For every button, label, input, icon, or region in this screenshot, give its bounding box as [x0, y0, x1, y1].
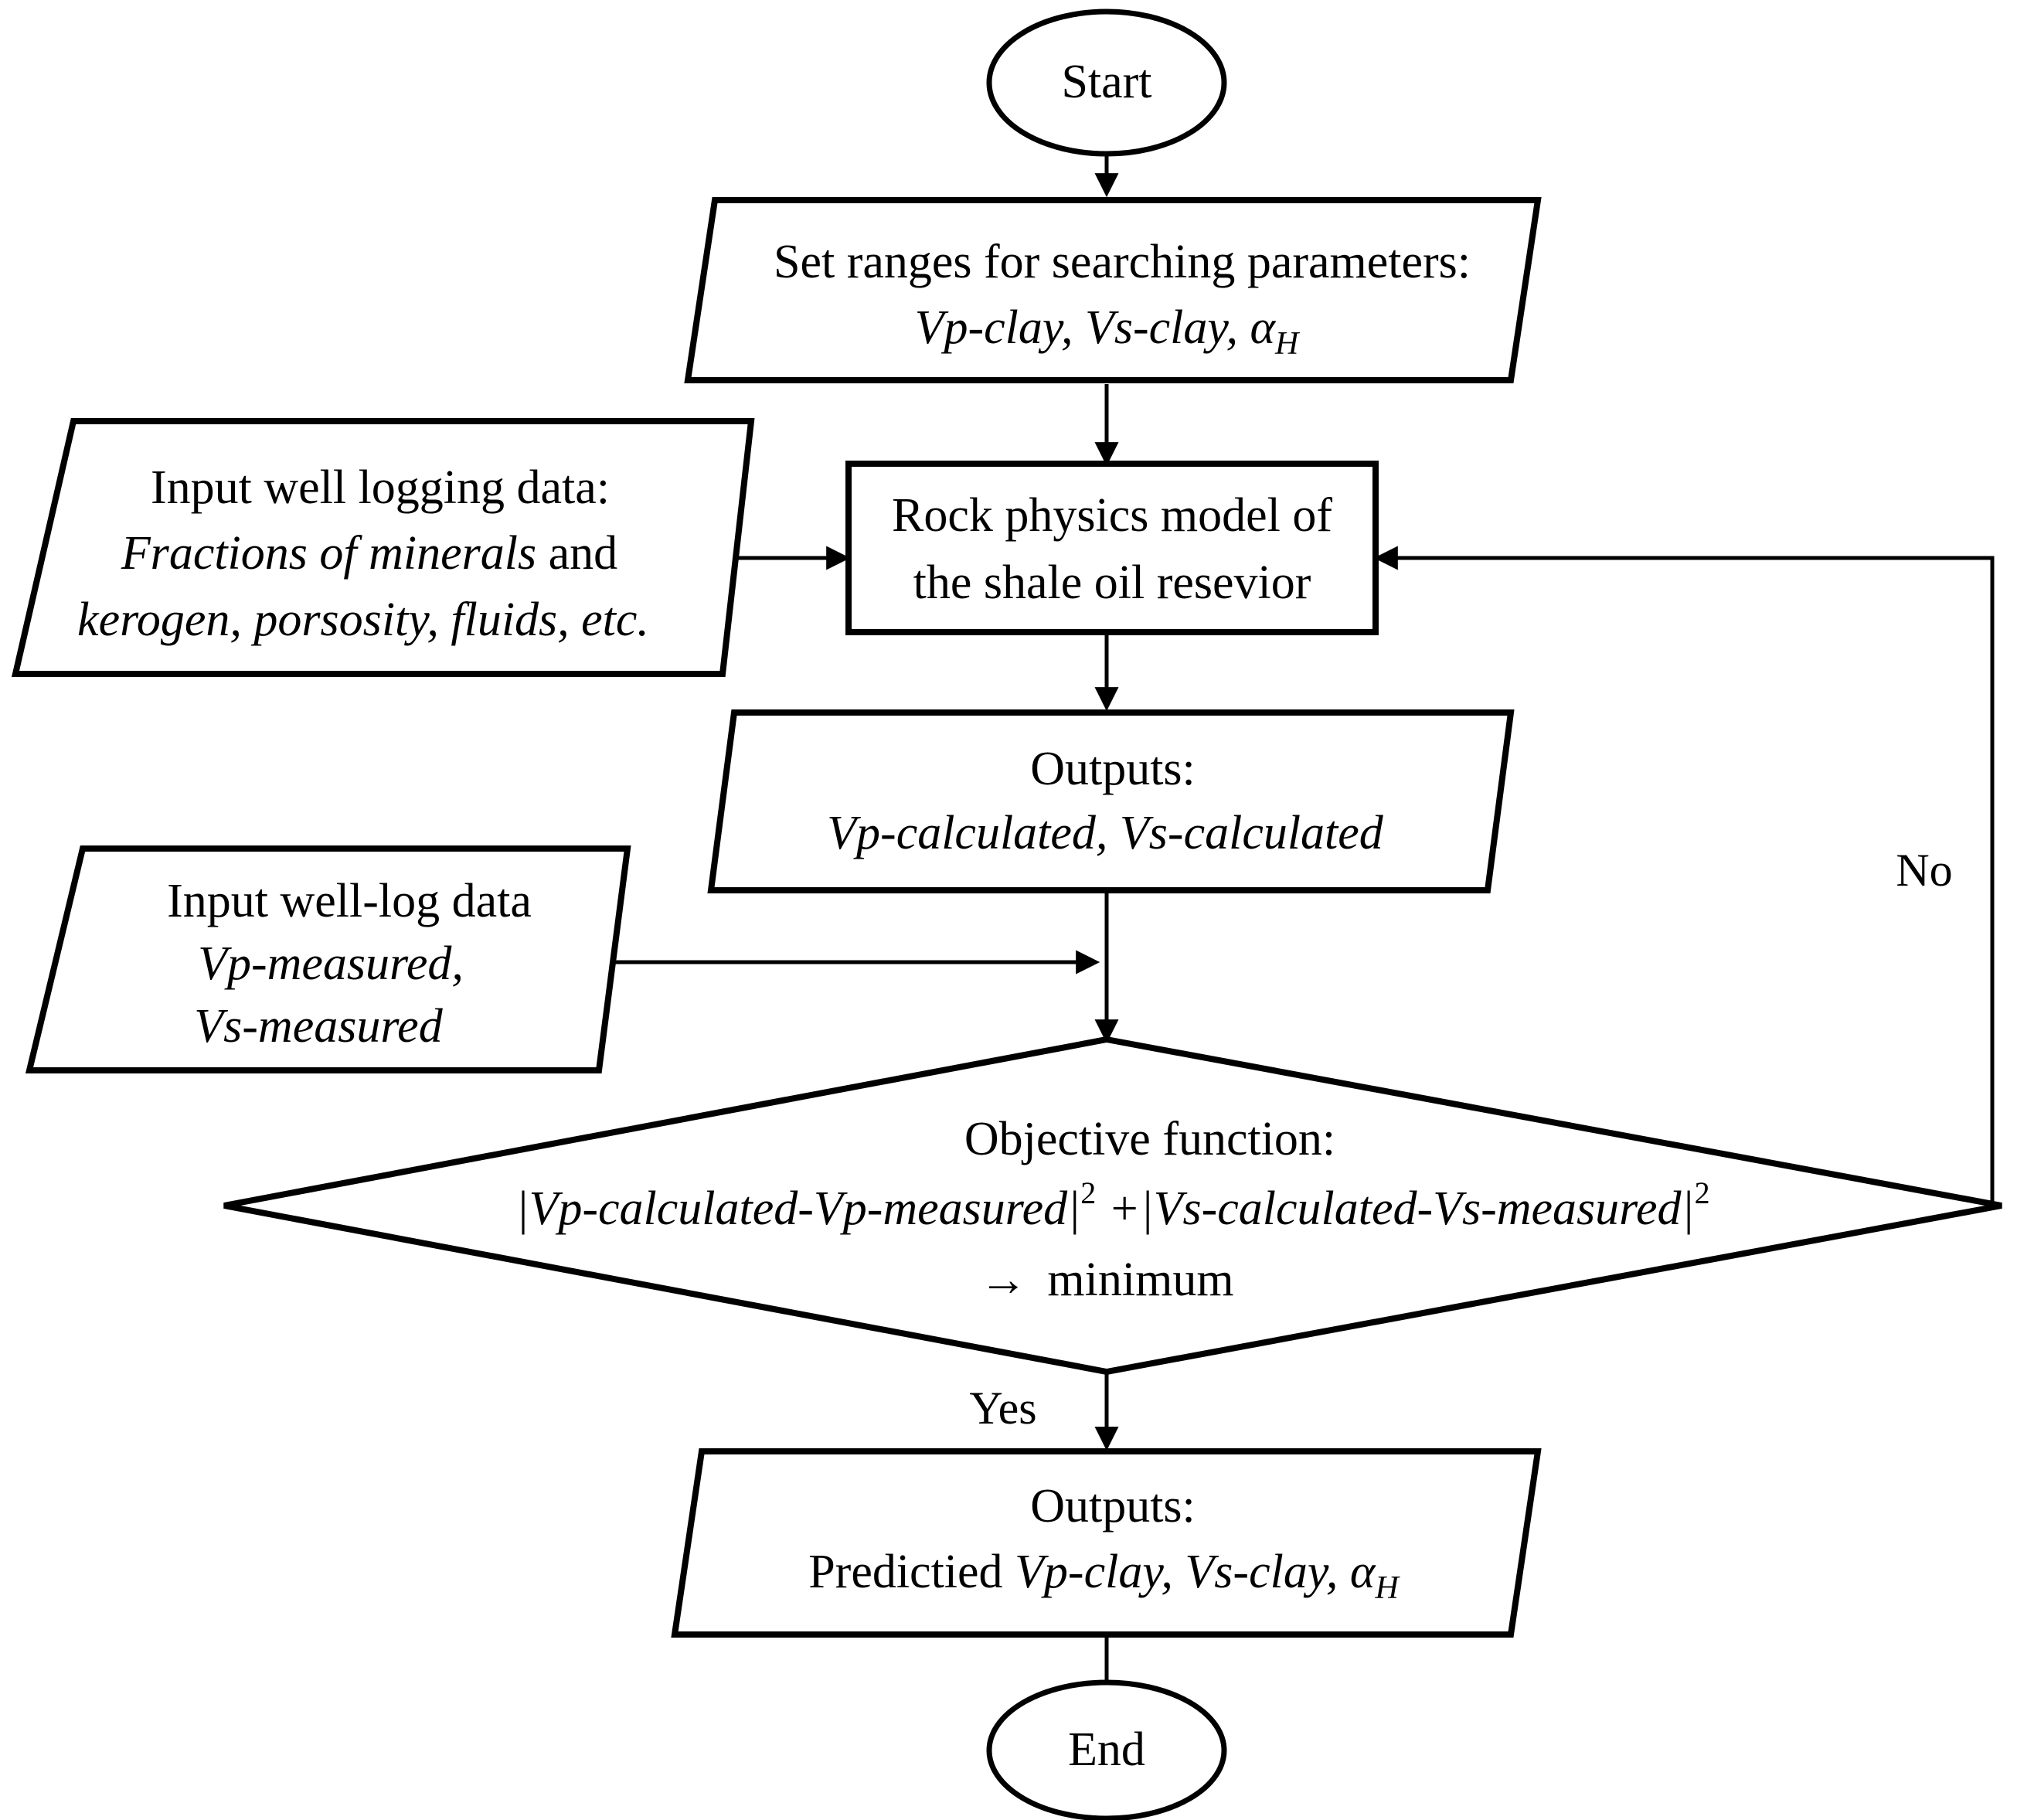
- node-start[interactable]: Start: [986, 9, 1227, 157]
- input-logging-line3: kerogen, porsosity, fluids, etc.: [77, 594, 649, 646]
- set-ranges-line2-prefix: Vp-clay, Vs-clay, α: [915, 301, 1277, 354]
- outputs-pred-parallelogram-shape: [671, 1448, 1542, 1638]
- node-rock-physics[interactable]: Rock physics model of the shale oil rese…: [845, 461, 1379, 635]
- start-label: Start: [1061, 56, 1151, 108]
- rock-physics-rect-shape: [845, 461, 1379, 635]
- outputs-calc-line1: Outputs:: [1030, 743, 1196, 795]
- outputs-pred-line1: Outputs:: [1030, 1480, 1196, 1533]
- set-ranges-parallelogram-shape: [684, 197, 1542, 383]
- outputs-pred-line2-roman: Predictied: [808, 1546, 1015, 1598]
- outputs-pred-line2-subscript: H: [1374, 1570, 1400, 1606]
- objective-formula-sup2: 2: [1695, 1175, 1710, 1210]
- set-ranges-line1: Set ranges for searching parameters:: [774, 236, 1471, 288]
- node-objective[interactable]: Objective function: |Vp-calculated-Vp-me…: [223, 1036, 2002, 1376]
- objective-formula-sup1: 2: [1080, 1175, 1096, 1210]
- input-welllog-parallelogram-shape: [25, 845, 631, 1073]
- edge-label-no: No: [1896, 845, 1952, 896]
- objective-line3: → minimum: [979, 1254, 1233, 1306]
- node-outputs-calc[interactable]: Outputs: Vp-calculated, Vs-calculated: [707, 709, 1515, 893]
- input-logging-line1: Input well logging data:: [151, 461, 610, 514]
- input-welllog-line1: Input well-log data: [167, 875, 532, 927]
- edge-label-yes: Yes: [969, 1383, 1036, 1434]
- outputs-pred-line2: Predictied Vp-clay, Vs-clay, αH: [808, 1546, 1400, 1605]
- end-ellipse-shape: [986, 1679, 1227, 1820]
- node-input-logging[interactable]: Input well logging data: Fractions of mi…: [11, 418, 755, 677]
- outputs-calc-parallelogram-shape: [707, 709, 1515, 893]
- input-welllog-line3: Vs-measured: [194, 1000, 443, 1053]
- rock-physics-line1: Rock physics model of: [892, 489, 1332, 542]
- start-ellipse-shape: [986, 9, 1227, 157]
- rock-physics-line2: the shale oil resevior: [913, 556, 1311, 609]
- set-ranges-line2-subscript: H: [1274, 326, 1301, 362]
- objective-minimum-text: minimum: [1047, 1254, 1233, 1306]
- outputs-pred-line2-italic: Vp-clay, Vs-clay, α: [1015, 1546, 1376, 1598]
- node-outputs-pred[interactable]: Outputs: Predictied Vp-clay, Vs-clay, αH: [671, 1448, 1542, 1638]
- objective-formula-part1: |Vp-calculated-Vp-measured|: [515, 1182, 1080, 1235]
- node-set-ranges[interactable]: Set ranges for searching parameters: Vp-…: [684, 197, 1542, 383]
- end-label: End: [1068, 1723, 1145, 1776]
- objective-arrow-glyph: →: [979, 1254, 1027, 1306]
- set-ranges-line2: Vp-clay, Vs-clay, αH: [915, 301, 1301, 361]
- objective-diamond-shape: [223, 1036, 2002, 1376]
- objective-line1: Objective function:: [964, 1113, 1335, 1165]
- node-end[interactable]: End: [986, 1679, 1227, 1820]
- input-logging-line2-italic: Fractions of minerals: [121, 527, 536, 580]
- objective-formula-mid: +|Vs-calculated-Vs-measured|: [1096, 1182, 1694, 1235]
- input-welllog-line2: Vp-measured,: [198, 937, 464, 990]
- input-logging-line2-roman: and: [536, 527, 617, 580]
- objective-formula: |Vp-calculated-Vp-measured|2 +|Vs-calcul…: [515, 1175, 1709, 1235]
- input-logging-line2: Fractions of minerals and: [121, 527, 617, 580]
- input-logging-parallelogram-shape: [11, 418, 755, 677]
- outputs-calc-line2: Vp-calculated, Vs-calculated: [827, 807, 1384, 859]
- node-input-welllog[interactable]: Input well-log data Vp-measured, Vs-meas…: [25, 845, 631, 1073]
